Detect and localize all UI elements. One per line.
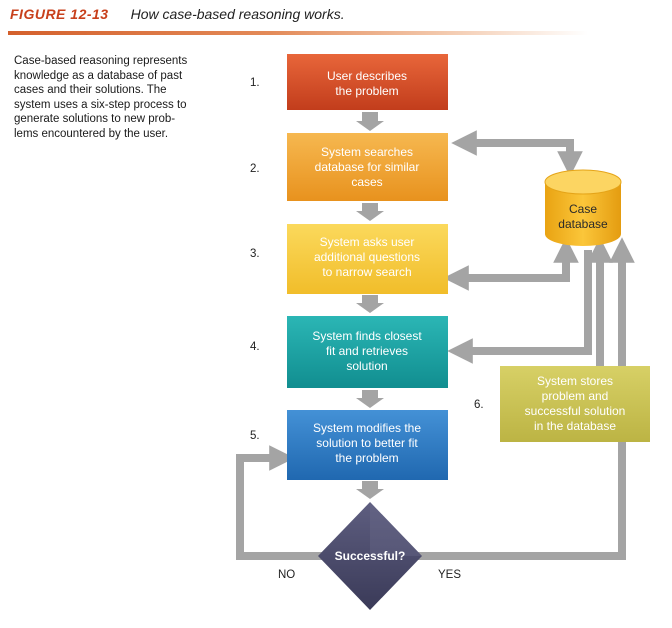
- step-3-line-1: System asks user: [320, 235, 415, 249]
- arrow-no-to-step5: [236, 445, 322, 560]
- down-arrow-5: [356, 481, 384, 499]
- step-box-1: User describes the problem: [287, 54, 448, 110]
- cylinder-body: [545, 182, 621, 246]
- step-1-rect: [287, 54, 448, 110]
- step-box-2: System searches database for similar cas…: [287, 133, 448, 201]
- case-database-cylinder: Case database: [544, 169, 622, 246]
- step-5-line-2: solution to better fit: [316, 436, 418, 450]
- step-2-line-1: System searches: [321, 145, 413, 159]
- database-line-1: Case: [569, 202, 597, 216]
- figure-caption: Case-based reasoning represents knowledg…: [14, 54, 214, 141]
- caption-line: cases and their solutions. The: [14, 84, 167, 96]
- step-box-4: System finds closest fit and retrieves s…: [287, 316, 448, 388]
- down-arrow-4: [356, 390, 384, 408]
- down-arrow-3: [356, 295, 384, 313]
- step-3-line-2: additional questions: [314, 250, 420, 264]
- arrow-db-to-step4: [447, 250, 592, 364]
- arrow-yes-to-db: [418, 237, 635, 560]
- caption-line: generate solutions to new prob-: [14, 113, 176, 125]
- diamond-highlight: [370, 502, 422, 556]
- caption-line: system uses a six-step process to: [14, 98, 187, 111]
- arrow-step3-to-db: [452, 237, 579, 282]
- decision-diamond: Successful?: [318, 502, 422, 610]
- step-number-4: 4.: [250, 341, 260, 353]
- step-5-rect: [287, 410, 448, 480]
- step-4-line-1: System finds closest: [312, 329, 422, 343]
- figure-title: How case-based reasoning works.: [130, 6, 345, 22]
- step-3-line-3: to narrow search: [322, 265, 411, 279]
- figure-header: FIGURE 12-13 How case-based reasoning wo…: [10, 6, 345, 28]
- down-arrow-2: [356, 203, 384, 221]
- figure-label: FIGURE 12-13: [10, 6, 109, 22]
- step-2-line-3: cases: [351, 175, 382, 189]
- step-box-6: System stores problem and successful sol…: [500, 366, 650, 442]
- caption-line: knowledge as a database of past: [14, 69, 183, 82]
- step-number-3: 3.: [250, 248, 260, 260]
- yes-label: YES: [438, 569, 461, 581]
- step-4-line-3: solution: [346, 359, 387, 373]
- caption-line: lems encountered by the user.: [14, 127, 169, 140]
- step-number-2: 2.: [250, 163, 260, 175]
- cylinder-top: [544, 169, 622, 195]
- diamond-shape: [318, 502, 422, 610]
- step-6-line-3: successful solution: [525, 404, 626, 418]
- step-box-5: System modifies the solution to better f…: [287, 410, 448, 480]
- step-number-1: 1.: [250, 77, 260, 89]
- database-arrows: [236, 130, 635, 560]
- caption-line: Case-based reasoning represents: [14, 55, 188, 67]
- step-box-3: System asks user additional questions to…: [287, 224, 448, 294]
- step-5-line-3: the problem: [335, 451, 398, 465]
- step-3-rect: [287, 224, 448, 294]
- step-numbers: 1. 2. 3. 4. 5. 6.: [250, 77, 484, 442]
- step-6-line-1: System stores: [537, 374, 613, 388]
- step-4-rect: [287, 316, 448, 388]
- step-number-6: 6.: [474, 399, 484, 411]
- no-label: NO: [278, 569, 295, 581]
- header-rule: [8, 31, 588, 35]
- step-6-line-4: in the database: [534, 419, 616, 433]
- database-line-2: database: [558, 217, 608, 231]
- down-arrow-1: [356, 112, 384, 131]
- down-arrows: [356, 112, 384, 499]
- step-number-5: 5.: [250, 430, 260, 442]
- step-4-line-2: fit and retrieves: [326, 344, 408, 358]
- step-1-line-1: User describes: [327, 69, 407, 83]
- decision-label: Successful?: [335, 549, 406, 563]
- step-6-line-2: problem and: [542, 389, 609, 403]
- step-2-line-2: database for similar: [315, 160, 420, 174]
- step-1-line-2: the problem: [335, 84, 398, 98]
- step-5-line-1: System modifies the: [313, 421, 421, 435]
- step-6-rect: [500, 366, 650, 442]
- step-2-rect: [287, 133, 448, 201]
